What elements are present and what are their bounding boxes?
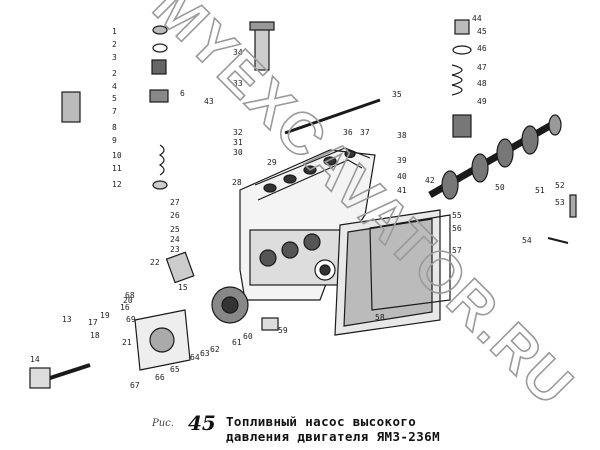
callout-65: 65 (170, 365, 180, 374)
plug-62 (261, 317, 279, 331)
callout-52: 52 (555, 181, 565, 190)
callout-47: 47 (477, 63, 487, 72)
callout-16: 16 (120, 303, 130, 312)
callout-9: 9 (112, 136, 117, 145)
tube-23 (165, 251, 195, 284)
callout-43: 43 (204, 97, 214, 106)
callout-54: 54 (522, 236, 532, 245)
callout-38: 38 (397, 131, 407, 140)
caption-title: Топливный насос высокого давления двигат… (226, 414, 440, 444)
callout-31: 31 (233, 138, 243, 147)
callout-58: 58 (375, 313, 385, 322)
callout-34: 34 (233, 48, 243, 57)
callout-1: 1 (112, 27, 117, 36)
valve-stack (451, 19, 472, 138)
callout-15: 15 (178, 283, 188, 292)
callout-55: 55 (452, 211, 462, 220)
callout-25: 25 (170, 225, 180, 234)
callout-60: 60 (243, 332, 253, 341)
callout-36: 36 (343, 128, 353, 137)
callout-39: 39 (397, 156, 407, 165)
callout-32: 32 (233, 128, 243, 137)
front-flange (29, 286, 249, 389)
callout-63: 63 (200, 349, 210, 358)
callout-5: 5 (112, 94, 117, 103)
callout-59: 59 (278, 326, 288, 335)
plunger-stack (249, 21, 275, 71)
callout-14: 14 (30, 355, 40, 364)
callout-57: 57 (452, 246, 462, 255)
callout-21: 21 (122, 338, 132, 347)
callout-3: 3 (112, 53, 117, 62)
camshaft (428, 114, 562, 200)
callout-30: 30 (233, 148, 243, 157)
callout-41: 41 (397, 186, 407, 195)
callout-20: 20 (123, 296, 133, 305)
callout-2: 2 (112, 40, 117, 49)
callout-50: 50 (495, 183, 505, 192)
callout-17: 17 (88, 318, 98, 327)
callout-11: 11 (112, 164, 122, 173)
pin-56 (547, 237, 569, 244)
small-parts-column (61, 25, 169, 190)
callout-labels: 1232456789101112131415161718192021222324… (0, 0, 565, 390)
callout-64: 64 (190, 353, 200, 362)
callout-40: 40 (397, 172, 407, 181)
callout-33: 33 (233, 79, 243, 88)
callout-62: 62 (210, 345, 220, 354)
callout-53: 53 (555, 198, 565, 207)
callout-12: 12 (112, 180, 122, 189)
callout-66: 66 (155, 373, 165, 382)
callout-70: 70 (0, 0, 10, 2)
caption-line-1: Топливный насос высокого (226, 414, 417, 429)
callout-23: 23 (170, 245, 180, 254)
callout-29: 29 (267, 158, 277, 167)
callout-35: 35 (392, 90, 402, 99)
callout-19: 19 (100, 311, 110, 320)
callout-48: 48 (477, 79, 487, 88)
callout-42: 42 (425, 176, 435, 185)
callout-49: 49 (477, 97, 487, 106)
callout-22: 22 (150, 258, 160, 267)
side-cover (334, 209, 451, 336)
callout-4: 4 (112, 82, 117, 91)
callout-2: 2 (112, 69, 117, 78)
callout-24: 24 (170, 235, 180, 244)
callout-51: 51 (535, 186, 545, 195)
callout-27: 27 (170, 198, 180, 207)
callout-6: 6 (180, 89, 185, 98)
caption-fig-number: 45 (188, 411, 216, 435)
caption-fig-prefix: Рис. (152, 418, 174, 429)
callout-28: 28 (232, 178, 242, 187)
callout-56: 56 (452, 224, 462, 233)
callout-44: 44 (472, 14, 482, 23)
callout-68: 68 (125, 291, 135, 300)
callout-61: 61 (232, 338, 242, 347)
callout-46: 46 (477, 44, 487, 53)
callout-8: 8 (112, 123, 117, 132)
callout-13: 13 (62, 315, 72, 324)
callout-26: 26 (170, 211, 180, 220)
callout-45: 45 (477, 27, 487, 36)
callout-7: 7 (112, 107, 117, 116)
bolt-55 (569, 194, 577, 218)
callout-67: 67 (130, 381, 140, 390)
callout-10: 10 (112, 151, 122, 160)
callout-37: 37 (360, 128, 370, 137)
caption-line-2: давления двигателя ЯМЗ-236М (226, 429, 440, 444)
callout-69: 69 (126, 315, 136, 324)
callout-18: 18 (90, 331, 100, 340)
rack-rod (284, 98, 381, 135)
